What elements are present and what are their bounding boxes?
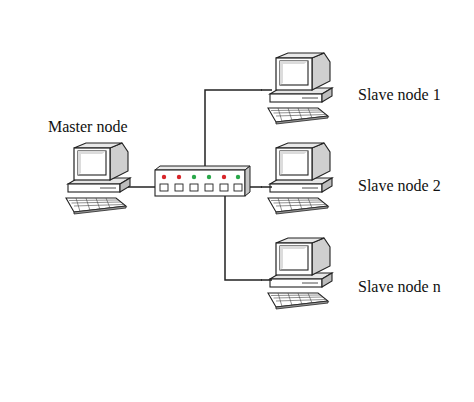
computer-node: Master node [45, 116, 157, 218]
status-led [236, 175, 240, 179]
network-cable [157, 187, 262, 280]
computer-icon [66, 143, 130, 214]
status-led [177, 175, 181, 179]
switch-port [190, 184, 198, 191]
status-led [162, 175, 166, 179]
status-led [222, 175, 226, 179]
computer-node: Slave node 1 [262, 50, 467, 128]
cable-stub [261, 186, 272, 188]
network-switch [155, 166, 250, 196]
switch-port [220, 184, 228, 191]
switch-port [160, 184, 168, 191]
computer-icon [268, 238, 332, 309]
computer-icon [268, 53, 332, 124]
switch-port [234, 184, 242, 191]
cable-stub [261, 89, 272, 91]
computer-node: Slave node 2 [262, 140, 467, 218]
cable-stub [128, 186, 156, 188]
status-led [192, 175, 196, 179]
cable-stub [261, 279, 272, 281]
switch-port [175, 184, 183, 191]
switch-body [155, 170, 245, 196]
node-label: Master node [48, 118, 128, 136]
computer-icon [268, 143, 332, 214]
status-led [207, 175, 211, 179]
switch-top [155, 166, 250, 170]
node-label: Slave node 2 [358, 177, 441, 195]
node-label: Slave node 1 [358, 86, 441, 104]
switch-side [245, 166, 250, 196]
node-label: Slave node n [358, 278, 441, 296]
switch-port [205, 184, 213, 191]
computer-node: Slave node n [262, 235, 467, 313]
cable-line [157, 187, 262, 280]
